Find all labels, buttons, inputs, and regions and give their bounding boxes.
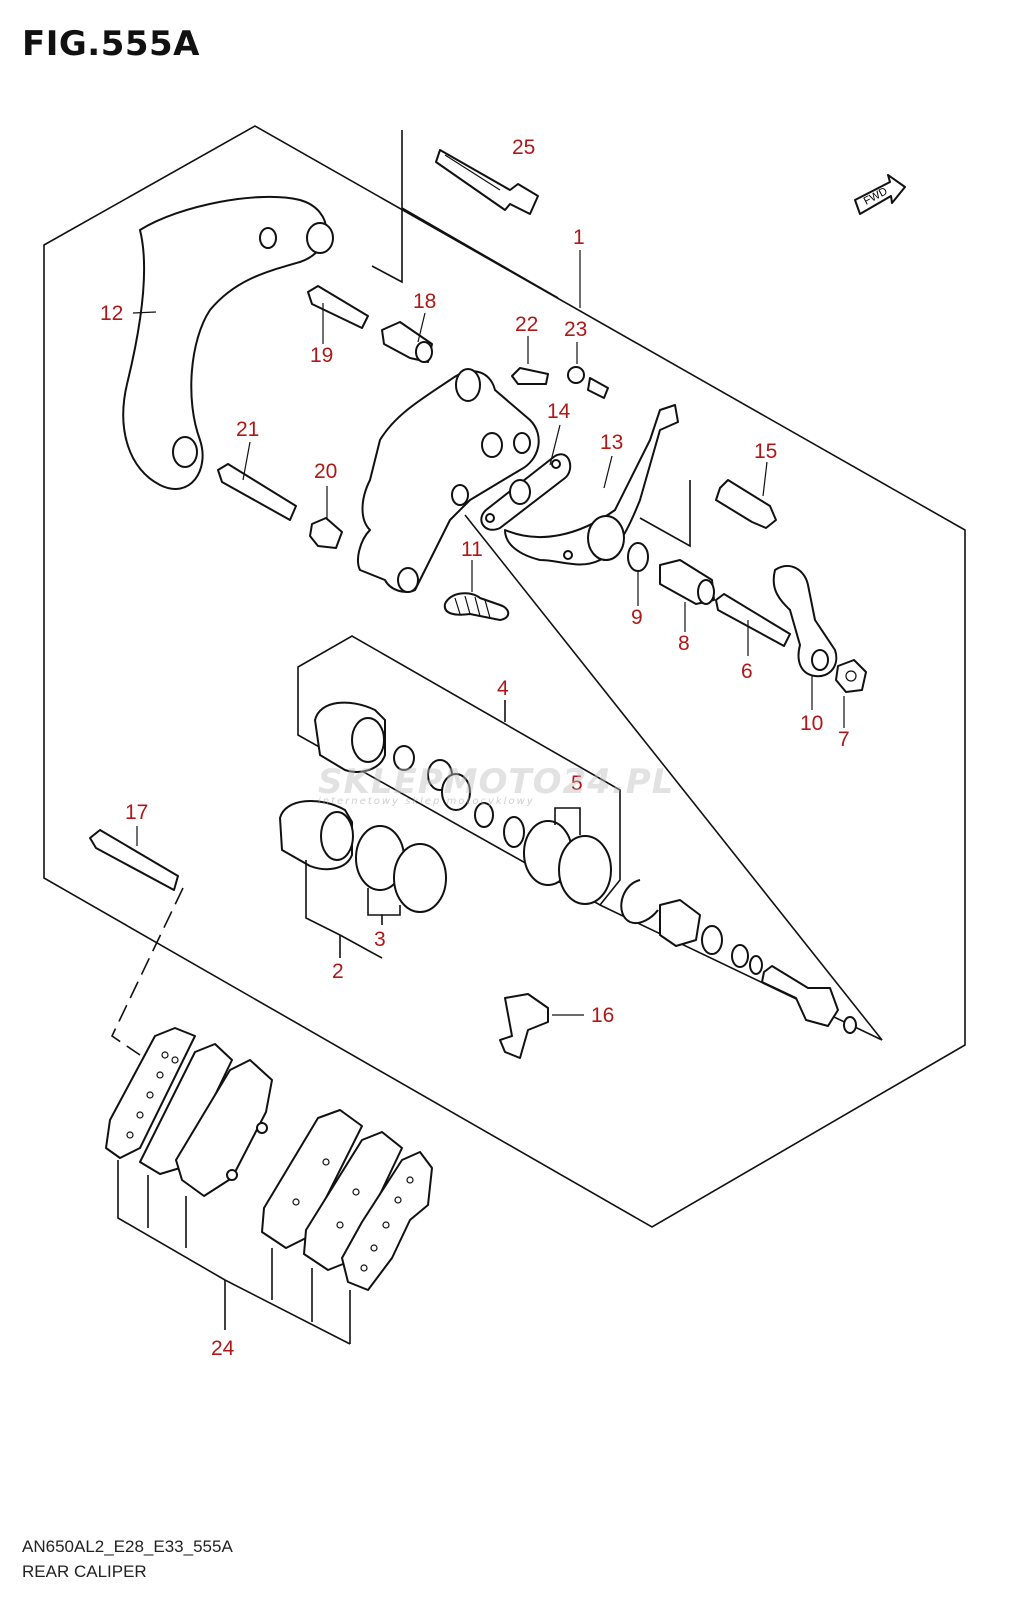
watermark: SKLEPMOTO24.PL <box>318 762 675 802</box>
callout-19: 19 <box>310 344 333 367</box>
callout-8: 8 <box>678 632 690 655</box>
part-16-clip[interactable] <box>499 993 549 1059</box>
callout-18: 18 <box>413 290 436 313</box>
callout-3: 3 <box>374 928 386 951</box>
seal-group-boundary <box>297 635 621 907</box>
figure-title: FIG.555A <box>22 24 200 64</box>
washer-star[interactable] <box>659 899 701 947</box>
part-20-bleeder[interactable] <box>309 517 343 549</box>
part-13-lever[interactable] <box>504 404 679 566</box>
part-7-nut[interactable] <box>835 659 867 693</box>
watermark-subtitle: internetowy sklep motocyklowy <box>318 796 535 807</box>
part-4-piston-group[interactable] <box>314 701 525 848</box>
part-23-screw[interactable] <box>567 366 609 399</box>
part-24-pad-2[interactable] <box>261 1109 363 1249</box>
part-21-pin[interactable] <box>217 463 297 521</box>
washer[interactable] <box>731 944 749 968</box>
part-3-seals[interactable] <box>355 825 447 913</box>
shaft-o-ring[interactable] <box>843 1016 857 1034</box>
callout-10: 10 <box>800 712 823 735</box>
callout-6: 6 <box>741 660 753 683</box>
small-washer[interactable] <box>749 955 763 975</box>
callout-17: 17 <box>125 801 148 824</box>
callout-11: 11 <box>461 538 483 561</box>
circlip[interactable] <box>620 879 659 924</box>
spring-washer[interactable] <box>701 925 723 955</box>
part-15-bolt[interactable] <box>715 479 777 529</box>
part-9-o-ring[interactable] <box>627 542 649 572</box>
callout-25: 25 <box>512 136 535 159</box>
callout-15: 15 <box>754 440 777 463</box>
part-12-bracket[interactable] <box>122 195 334 490</box>
part-10-lever[interactable] <box>772 565 838 678</box>
callout-24: 24 <box>211 1337 235 1360</box>
part-24-pad-shim-4[interactable] <box>341 1151 433 1291</box>
callout-2: 2 <box>332 960 344 983</box>
callout-7: 7 <box>838 728 850 751</box>
callout-14: 14 <box>547 400 571 423</box>
part-8-shaft[interactable] <box>659 559 715 605</box>
callout-20: 20 <box>314 460 337 483</box>
adjuster-shaft[interactable] <box>761 965 839 1027</box>
callout-4: 4 <box>497 677 509 700</box>
part-19-pin[interactable] <box>307 285 369 329</box>
part-18-pin[interactable] <box>381 321 433 363</box>
caliper-body[interactable] <box>357 368 540 593</box>
callout-5: 5 <box>571 772 583 795</box>
figure-code: AN650AL2_E28_E33_555A <box>22 1537 233 1556</box>
part-14-gasket[interactable] <box>480 453 572 531</box>
callout-21: 21 <box>236 418 259 441</box>
part-2-piston[interactable] <box>279 800 354 871</box>
callout-9: 9 <box>631 606 643 629</box>
part-24-pad-shim-1[interactable] <box>105 1027 196 1159</box>
part-5-seals[interactable] <box>523 820 612 905</box>
callout-16: 16 <box>591 1004 614 1027</box>
assembly-boundary <box>43 125 966 1228</box>
figure-name: REAR CALIPER <box>22 1562 147 1581</box>
part-6-adjuster[interactable] <box>715 593 791 647</box>
fwd-arrow-icon: FWD <box>854 174 906 215</box>
callout-13: 13 <box>600 431 623 454</box>
part-11-spring[interactable] <box>443 592 510 621</box>
part-17-pin[interactable] <box>89 829 179 891</box>
part-24-pad-1[interactable] <box>175 1059 273 1197</box>
part-24-pad-shim-3[interactable] <box>303 1131 403 1271</box>
callout-22: 22 <box>515 313 538 336</box>
part-25-bolt[interactable] <box>435 149 539 215</box>
callout-1: 1 <box>573 226 585 249</box>
callout-12: 12 <box>100 302 123 325</box>
part-22-bleeder-screw[interactable] <box>511 367 549 385</box>
callout-23: 23 <box>564 318 587 341</box>
